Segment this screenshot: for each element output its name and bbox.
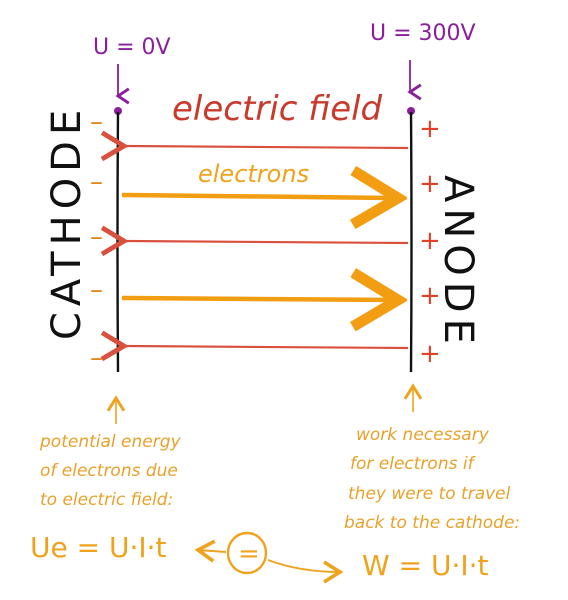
right-note-formula: W = U·I·t [362,549,489,582]
anode-sign: + [419,226,441,256]
anode-voltage-label: U = 300V [370,21,476,46]
cathode-sign: – [90,107,103,137]
electric-field-label: electric field [172,89,383,129]
equivalence-arrow-left [194,539,227,563]
anode-sign: + [419,169,441,199]
field-arrow [124,346,409,348]
right-note-line: work necessary [356,425,490,445]
cathode-terminal-dot [114,107,122,115]
field-arrow [124,241,409,243]
left-note-line: of electrons due [40,461,178,481]
right-note-line: they were to travel [348,484,511,504]
anode-sign: + [419,339,441,369]
anode-terminal-dot [407,107,415,115]
anode-label: ANODE [435,175,481,350]
electrons-label: electrons [198,160,309,188]
left-note-line: potential energy [39,432,181,452]
electron-arrow [121,195,398,198]
cathode-sign: – [90,167,103,197]
anode-sign: + [419,114,441,144]
cathode-voltage-label: U = 0V [93,35,171,60]
cathode-sign: – [90,275,103,305]
cathode-label: CATHODE [44,104,90,340]
anode-sign: + [419,281,441,311]
cathode-plate [116,111,120,373]
cathode-sign: – [90,222,103,252]
anode-plate [409,111,413,373]
cathode-sign: – [90,343,103,373]
right-note-line: for electrons if [350,454,477,474]
equivalence-symbol: = [238,539,260,569]
right-note-line: back to the cathode: [344,513,520,533]
field-arrow [124,146,409,148]
left-note-formula: Ue = U·I·t [30,531,167,564]
electron-arrow [121,298,398,300]
equivalence-circle [226,531,268,575]
equivalence-arrow-right [267,559,344,584]
left-note-line: to electric field: [40,490,173,510]
